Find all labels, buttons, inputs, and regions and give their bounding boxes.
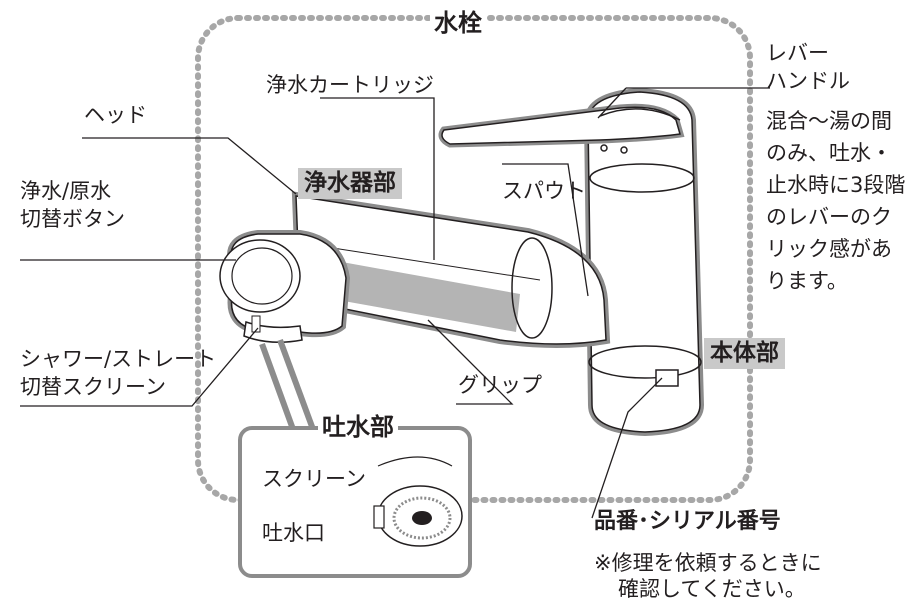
faucet-title: 水栓 bbox=[430, 10, 486, 37]
outlet-label: 吐水口 bbox=[262, 521, 325, 545]
head-illustration bbox=[219, 230, 351, 343]
lever-label-2: ハンドル bbox=[766, 69, 850, 93]
grip-label: グリップ bbox=[458, 373, 542, 397]
switch-button-label-1: 浄水/原水 bbox=[20, 179, 112, 203]
outlet-icon bbox=[412, 511, 432, 525]
shower-switch-label-2: 切替スクリーン bbox=[20, 375, 166, 399]
lever-desc-line-1: 混合～湯の間 bbox=[766, 109, 892, 133]
serial-label: 品番･シリアル番号 bbox=[594, 509, 781, 534]
note-line-2: 確認してください。 bbox=[618, 577, 806, 601]
spout-section-title: 吐水部 bbox=[318, 414, 398, 441]
cartridge-label: 浄水カートリッジ bbox=[266, 73, 434, 97]
lever-label-1: レバー bbox=[766, 41, 829, 65]
note-line-1: ※修理を依頼するときに bbox=[594, 551, 822, 575]
head-label: ヘッド bbox=[84, 103, 147, 127]
lever-desc-line-5: リック感があ bbox=[766, 237, 892, 261]
lever-desc-line-3: 止水時に3段階 bbox=[766, 173, 906, 197]
cartridge-mark bbox=[338, 262, 520, 332]
lever-desc-line-2: のみ、吐水・ bbox=[766, 141, 892, 165]
shower-switch-label-1: シャワー/ストレート bbox=[20, 347, 217, 371]
outlet-closeup-illustration bbox=[373, 456, 463, 547]
lever-handle-icon bbox=[438, 103, 685, 148]
leader-lines bbox=[20, 87, 770, 537]
body-section-illustration bbox=[583, 87, 705, 437]
lever-desc-line-4: のレバーのク bbox=[766, 205, 892, 229]
inset-connector bbox=[259, 338, 317, 434]
spout-label: スパウト bbox=[502, 179, 586, 203]
purifier-section-illustration bbox=[291, 191, 611, 348]
screen-label: スクリーン bbox=[262, 467, 366, 491]
purifier-section-badge: 浄水器部 bbox=[298, 168, 402, 199]
lever-desc-line-6: ります。 bbox=[766, 269, 848, 293]
switch-button-label-2: 切替ボタン bbox=[20, 207, 125, 231]
body-section-badge: 本体部 bbox=[704, 338, 785, 369]
